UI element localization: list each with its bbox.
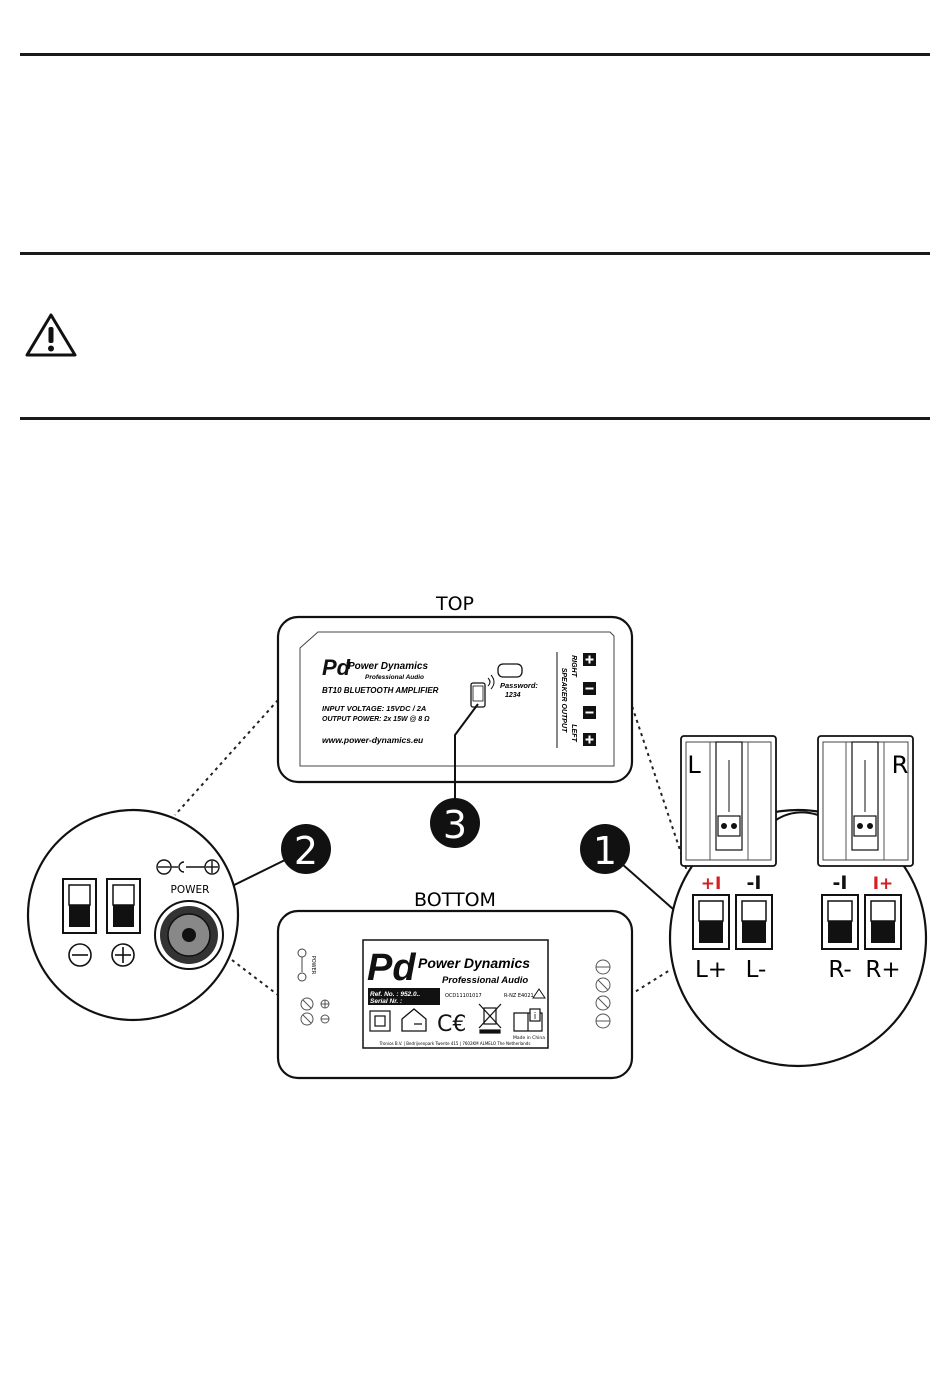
power-terminals [62,878,141,934]
terminal-label-left-plus: L+ [695,957,727,983]
pd-logo-top: Pd [322,655,351,680]
rnz-code: R-NZ E4021 [504,993,534,999]
terminal-right-plus [864,894,902,950]
svg-text:3: 3 [443,803,467,847]
middle-rule [20,252,930,255]
plus-icon [111,943,135,967]
made-in-china: Made in China [513,1035,545,1041]
top-output-power: OUTPUT POWER: 2x 15W @ 8 Ω [322,716,430,723]
callout-2: 2 [281,824,331,874]
top-panel: Pd Power Dynamics Professional Audio BT1… [276,615,634,808]
ref-number: Ref. No. : 952.0.. [370,991,420,998]
manufacturer-address: Tronios B.V. | Bedrijvenpark Twente 415 … [379,1041,531,1046]
svg-text:1: 1 [593,829,617,873]
svg-text:2: 2 [294,829,318,873]
power-zoom-circle: POWER [26,808,240,1022]
mark-right-plus: I+ [873,874,894,894]
svg-text:Pd: Pd [322,655,351,680]
rcm-mark-icon [532,988,546,999]
callout-3: 3 [430,798,480,848]
right-screw-icons [595,959,611,1029]
manual-icon: i [513,1008,543,1032]
speaker-zoom-circle: L R +I -I -I I+ [668,735,928,1068]
bottom-label: BOTTOM [414,889,496,911]
mark-right-minus: -I [833,872,848,894]
bottom-tagline: Professional Audio [442,975,528,986]
side-polarity-icon [297,948,307,982]
bottom-power-small: POWER [310,956,316,975]
terminal-left-minus [735,894,773,950]
pd-logo-bottom: Pd [367,947,416,989]
ce-mark-icon: C€ [437,1012,466,1037]
left-channel-label: LEFT [570,724,577,742]
terminal-label-left-minus: L- [746,957,767,983]
power-jack [154,900,224,970]
top-input-voltage: INPUT VOLTAGE: 15VDC / 2A [322,704,426,713]
serial-number: Serial Nr. : [370,998,402,1005]
right-speaker [817,735,914,867]
top-website: www.power-dynamics.eu [322,735,424,745]
top-rule [20,53,930,56]
zoom-lines [174,699,691,996]
svg-text:i: i [534,1012,537,1022]
power-label: POWER [171,884,210,896]
top-label: TOP [435,593,474,615]
wireless-icon [487,674,495,690]
callout-1: 1 [580,824,630,874]
indoor-use-icon [401,1008,427,1032]
password-value: 1234 [505,692,521,699]
output-terminal-icons [583,653,596,746]
terminal-label-right-plus: R+ [865,957,900,983]
left-speaker [680,735,777,867]
speaker-right-label: R [892,751,909,779]
terminal-left-plus [692,894,730,950]
top-tagline: Professional Audio [365,674,424,681]
terminal-label-right-minus: R- [828,957,851,983]
top-brand: Power Dynamics [348,661,428,672]
date-code: OCD11101017 [445,993,482,999]
lower-rule [20,417,930,420]
top-model: BT10 BLUETOOTH AMPLIFIER [322,686,439,695]
bottom-brand: Power Dynamics [418,955,530,971]
minus-icon [68,943,92,967]
speaker-device-icon [497,663,523,678]
polarity-symbol-icon [156,859,220,875]
phone-icon [470,682,486,708]
bottom-panel: POWER Pd Power Dynamics Professional Aud… [276,909,634,1080]
terminal-right-minus [821,894,859,950]
speaker-left-label: L [687,751,701,779]
connection-diagram: TOP Pd Power Dynamics Professional Audio… [26,593,928,1080]
left-screw-icons [300,997,330,1026]
warning-icon [25,313,77,357]
mark-left-plus: +I [701,874,722,894]
weee-bin-icon [478,1003,502,1034]
speaker-output-label: SPEAKER OUTPUT [560,668,567,733]
class-two-icon [369,1010,391,1032]
mark-left-minus: -I [747,872,762,894]
right-channel-label: RIGHT [570,655,577,678]
password-label: Password: [500,681,538,690]
